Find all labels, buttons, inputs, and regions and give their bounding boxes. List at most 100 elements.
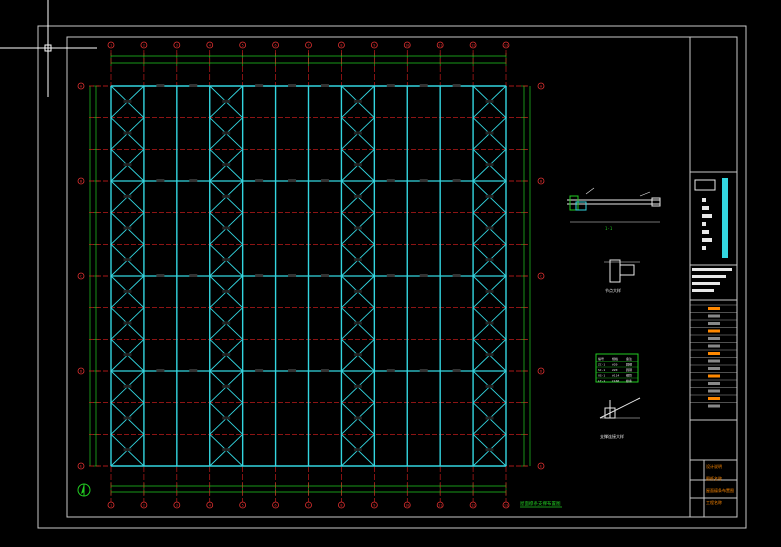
title-block-cell xyxy=(708,374,720,378)
member-tag xyxy=(123,289,132,293)
table-cell: SC-1 xyxy=(598,368,605,372)
member-tag xyxy=(386,369,395,372)
bubble-circle xyxy=(537,272,545,280)
bubble-circle xyxy=(173,41,181,49)
member-tag xyxy=(255,179,264,182)
axis-bubble-row: A xyxy=(537,82,545,90)
axis-bubble-row: E xyxy=(77,462,85,470)
structural-members[interactable] xyxy=(110,84,507,467)
table-cell: 圆钢 xyxy=(626,362,632,367)
bubble-label: C xyxy=(540,275,542,279)
logo-bar xyxy=(702,238,712,242)
member-tag xyxy=(222,194,231,198)
member-tag xyxy=(222,321,231,325)
table-cell: 备注 xyxy=(626,356,632,361)
bubble-label: 3 xyxy=(176,44,178,48)
bubble-label: 2 xyxy=(143,504,145,508)
member-tag xyxy=(222,353,231,357)
axis-bubble-column: 12 xyxy=(469,41,477,49)
member-tag xyxy=(353,194,362,198)
member-tag xyxy=(320,369,329,372)
bubble-circle xyxy=(537,82,545,90)
table-cell: XG-1 xyxy=(598,374,605,378)
member-tag xyxy=(485,99,494,103)
axis-bubble-row: D xyxy=(537,367,545,375)
member-tag xyxy=(222,416,231,420)
member-tag xyxy=(189,179,198,182)
title-block-line xyxy=(692,289,714,292)
bubble-circle xyxy=(469,41,477,49)
title-block-line xyxy=(692,275,726,278)
axis-bubble-column: 9 xyxy=(370,501,378,509)
title-block-cell xyxy=(708,382,720,385)
member-tag xyxy=(353,448,362,452)
axis-bubble-column: 10 xyxy=(403,501,411,509)
member-tag xyxy=(189,274,198,277)
logo-bar xyxy=(702,230,709,234)
detail-label-node: 节点大样 xyxy=(605,287,621,293)
member-tag xyxy=(485,353,494,357)
bubble-label: 12 xyxy=(471,44,475,48)
bubble-label: 10 xyxy=(405,44,409,48)
table-cell: C160 xyxy=(612,379,619,383)
table-cell: 圆钢 xyxy=(626,367,632,372)
title-block-line xyxy=(692,282,720,285)
table-cell: 规格 xyxy=(612,356,618,361)
member-tag xyxy=(123,194,132,198)
bubble-circle xyxy=(370,501,378,509)
axis-bubble-column: 2 xyxy=(140,501,148,509)
bubble-label: 12 xyxy=(471,504,475,508)
member-tag xyxy=(320,274,329,277)
inner-sheet-border xyxy=(66,36,738,518)
bubble-label: 13 xyxy=(504,44,508,48)
title-block-line xyxy=(692,268,732,271)
axis-bubble-row: C xyxy=(537,272,545,280)
logo-bar xyxy=(702,206,709,210)
member-tag xyxy=(222,163,231,167)
member-tag xyxy=(353,258,362,262)
axis-bubble-row: E xyxy=(537,462,545,470)
bubble-circle xyxy=(502,501,510,509)
member-tag xyxy=(156,274,165,277)
bubble-circle xyxy=(305,501,312,509)
bubble-circle xyxy=(77,272,85,280)
title-block-cell xyxy=(708,337,720,340)
bubble-circle xyxy=(305,41,312,49)
table-cell: ZC-1 xyxy=(598,363,605,367)
member-tag xyxy=(452,274,461,277)
bubble-circle xyxy=(338,41,345,49)
member-tag xyxy=(222,289,231,293)
bubble-label: 7 xyxy=(307,504,309,508)
detail-label-section: 1-1 xyxy=(605,226,613,231)
axis-bubble-column: 3 xyxy=(173,41,181,49)
bubble-circle xyxy=(469,501,477,509)
bubble-label: 8 xyxy=(340,504,342,508)
table-cell: LT-1 xyxy=(598,379,605,383)
member-tag xyxy=(255,274,264,277)
title-block-cell xyxy=(708,389,720,393)
detail-node: 节点大样 xyxy=(604,259,640,293)
axis-bubble-column: 11 xyxy=(436,41,444,49)
bubble-label: 11 xyxy=(438,44,442,48)
bubble-circle xyxy=(403,41,411,49)
member-tag xyxy=(288,84,297,87)
title-block-cell xyxy=(708,404,720,408)
member-tag xyxy=(123,131,132,135)
member-tag xyxy=(222,226,231,230)
axis-bubble-column: 10 xyxy=(403,41,411,49)
member-tag xyxy=(123,99,132,103)
table-cell: ∅20 xyxy=(612,363,618,367)
member-tag xyxy=(485,289,494,293)
detail-label-brace: 支撑连接大样 xyxy=(600,433,624,439)
bubble-label: A xyxy=(540,85,543,89)
axis-bubble-row: B xyxy=(77,177,85,185)
member-tag xyxy=(123,258,132,262)
crosshair-cursor[interactable] xyxy=(0,0,97,97)
axis-bubble-column: 12 xyxy=(469,501,477,509)
member-tag xyxy=(123,353,132,357)
logo-bar xyxy=(702,222,706,226)
title-block-cell xyxy=(708,329,720,333)
bubble-label: 3 xyxy=(176,504,178,508)
